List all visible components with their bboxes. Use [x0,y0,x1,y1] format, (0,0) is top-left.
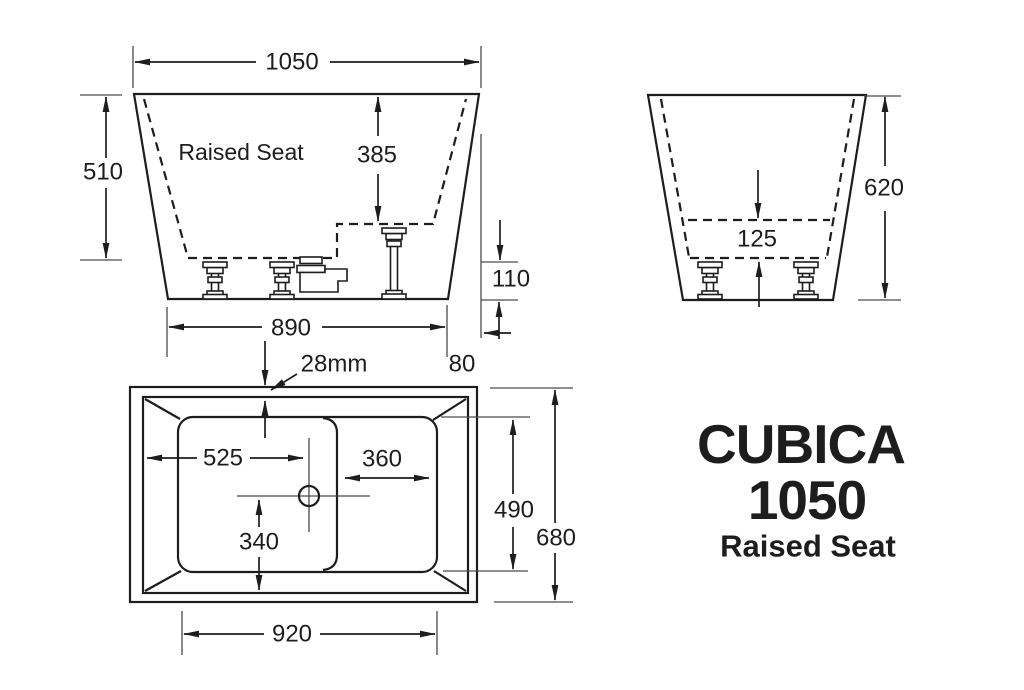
front-elevation-view: 1050 510 Raised Seat 385 890 [80,46,530,378]
dim-rim-thickness-28mm: 28mm [261,341,368,438]
dim-label-385: 385 [357,142,397,169]
dim-label-490: 490 [494,497,534,524]
side-foot-right [793,261,819,300]
dim-label-680: 680 [536,525,576,552]
dim-base-height-110: 110 [480,134,530,339]
dim-base-offset-80: 80 [449,329,511,378]
plan-basin-outline [176,415,439,574]
dim-seat-depth-385: 385 [357,96,397,222]
dim-label-360: 360 [362,446,402,473]
plan-corner-slopes [144,398,467,592]
dim-overall-width-1050: 1050 [132,46,482,88]
model-size: 1050 [748,469,866,531]
dim-overall-height-620: 620 [858,95,904,301]
dim-inner-length-920: 920 [181,611,438,655]
drain-centerlines [237,438,370,532]
dim-label-620: 620 [864,175,904,202]
dim-well-to-drain-525: 525 [146,445,304,472]
dim-label-920: 920 [272,621,312,648]
dim-drain-to-edge-340: 340 [239,499,279,591]
waste-trap-fitting [296,256,348,293]
raised-seat-label: Raised Seat [178,139,304,165]
plan-seat-divider [322,416,339,572]
dim-inner-depth-510: 510 [80,94,123,261]
side-tub-outline [646,93,868,302]
plan-outer-rim [128,385,479,604]
dim-label-340: 340 [239,529,279,556]
dim-inner-width-490: 490 [441,416,534,572]
side-foot-left [697,261,723,300]
dim-seat-length-360: 360 [344,446,430,482]
dim-label-890: 890 [271,315,311,342]
front-tub-outline [132,92,481,301]
dim-label-1050: 1050 [265,49,318,76]
dim-label-525: 525 [203,445,243,472]
plan-inner-rim [141,395,470,595]
front-foot-middle [269,261,295,300]
front-foot-left [202,261,228,300]
drain-circle [297,484,321,508]
front-inner-profile [142,98,468,260]
title-block: CUBICA 1050 Raised Seat [697,413,906,564]
dim-label-28mm: 28mm [301,351,368,378]
dim-base-width-890: 890 [166,305,448,357]
dim-label-110: 110 [492,266,530,293]
dim-seat-height-125: 125 [737,170,777,307]
dim-label-510: 510 [83,159,123,186]
model-variant: Raised Seat [720,529,896,564]
model-name: CUBICA [697,413,905,475]
side-inner-profile [659,98,856,260]
dim-overall-width-680: 680 [490,387,576,603]
front-foot-right [381,227,407,300]
dim-label-125: 125 [737,226,777,253]
side-elevation-view: 620 125 [646,93,904,307]
plan-view: 28mm 525 360 340 490 [128,341,576,655]
dim-label-80: 80 [449,351,476,378]
